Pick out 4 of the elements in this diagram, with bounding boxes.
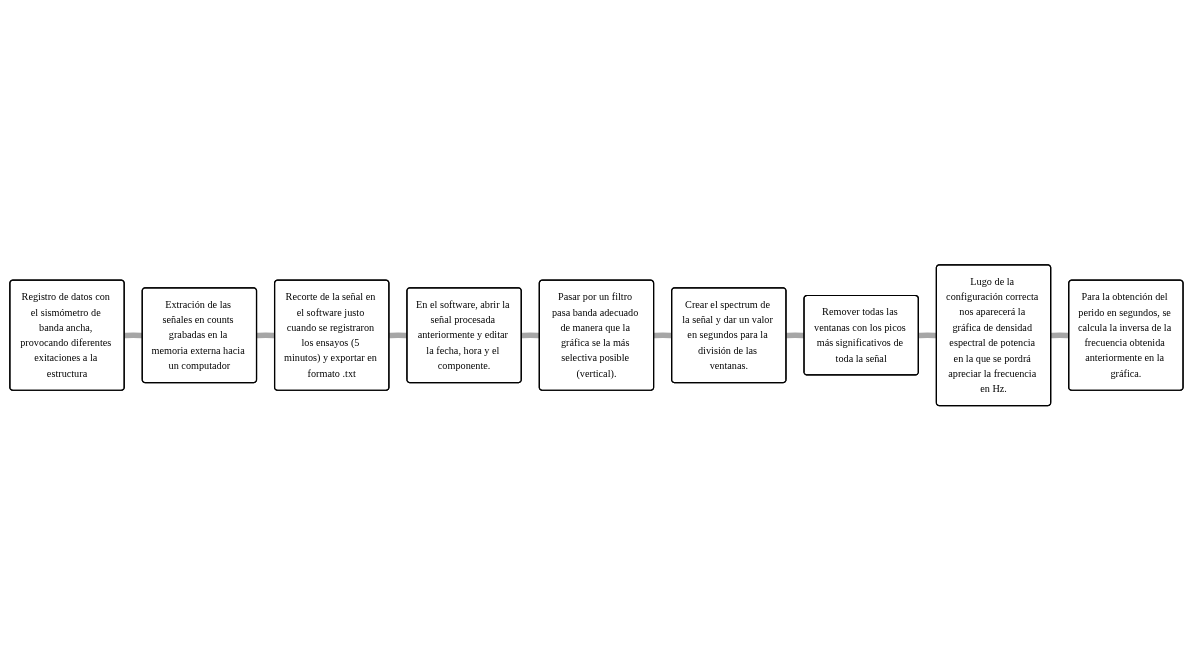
connector: [652, 332, 674, 339]
connector: [1049, 332, 1071, 339]
connector: [255, 332, 277, 339]
connector: [388, 332, 409, 339]
